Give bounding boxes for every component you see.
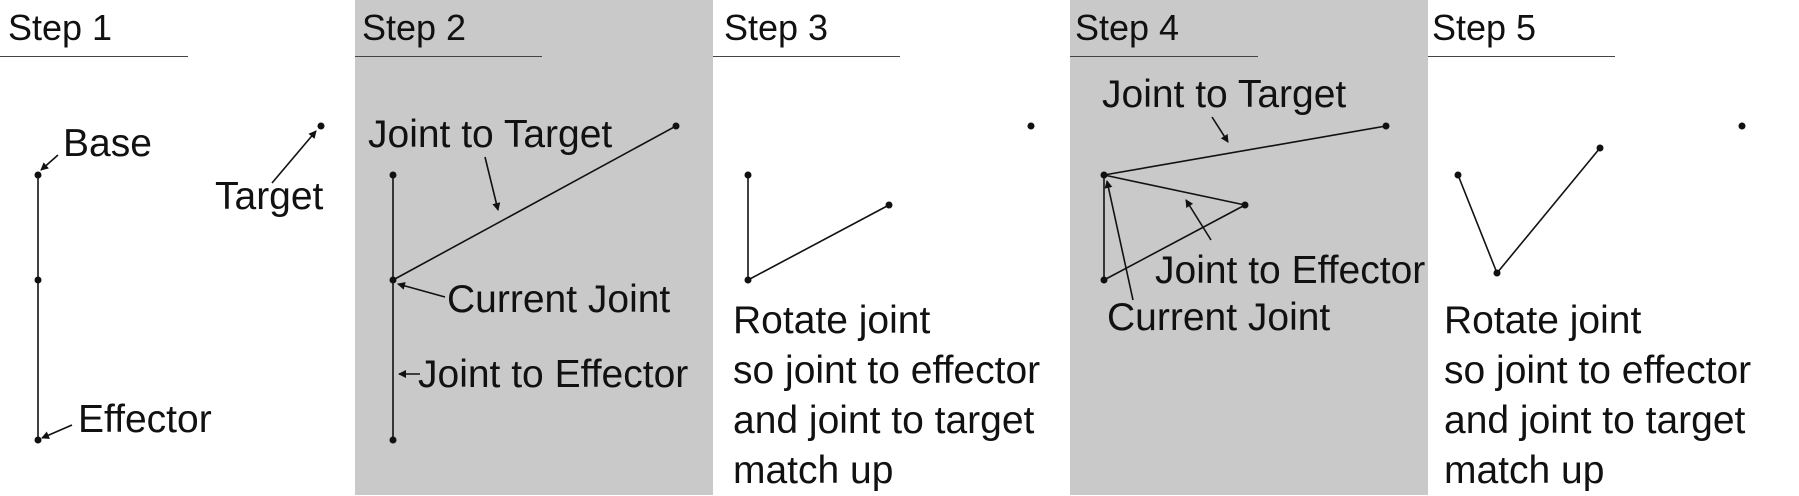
step-4-joint-to-target-line	[1103, 125, 1387, 176]
base-arrow	[40, 154, 59, 171]
step-2-base-joint	[389, 171, 397, 179]
step-4-joint-to-effector-label: Joint to Effector	[1155, 249, 1426, 292]
effector-label: Effector	[78, 398, 212, 441]
step-3-caption: Rotate joint so joint to effector and jo…	[733, 296, 1040, 496]
step-3-caption-line-3: and joint to target	[733, 399, 1035, 442]
panel-step-4	[1070, 0, 1428, 495]
step-4-middle-joint	[1100, 276, 1108, 284]
step-2-joint-to-target-line	[392, 125, 677, 281]
step-5-segment-upper	[1457, 174, 1498, 274]
step-3-target	[1027, 122, 1035, 130]
step-3-title: Step 3	[724, 7, 829, 48]
step-2-current-joint	[389, 276, 397, 284]
step-2-underline	[355, 56, 542, 57]
step-4-title: Step 4	[1075, 7, 1180, 48]
step-3-segment-lower	[747, 204, 890, 281]
step-5-middle-joint	[1493, 269, 1501, 277]
step-3-current-joint	[744, 276, 752, 284]
step-4-target-arrow	[1211, 116, 1229, 143]
step-2-effector	[389, 436, 397, 444]
step-1-underline	[0, 56, 188, 57]
current-joint-arrow	[397, 282, 446, 298]
effector-arrow	[41, 424, 73, 439]
step-5-effector	[1596, 144, 1604, 152]
step-4-joint-to-target-label: Joint to Target	[1102, 73, 1347, 116]
joint-to-effector-label: Joint to Effector	[418, 353, 689, 396]
step-3-base-joint	[744, 171, 752, 179]
step-4-current-joint-arrow	[1104, 180, 1134, 301]
step-3-underline	[713, 56, 900, 57]
step-1-target	[317, 122, 325, 130]
step-2-title: Step 2	[362, 7, 467, 48]
step-3-caption-line-1: Rotate joint	[733, 299, 931, 342]
step-4-effector-arrow	[1185, 199, 1212, 241]
step-5-caption-line-3: and joint to target	[1444, 399, 1746, 442]
current-joint-label: Current Joint	[447, 278, 671, 321]
step-1-middle-joint	[34, 276, 42, 284]
step-5-underline	[1428, 56, 1615, 57]
base-label: Base	[63, 122, 152, 165]
step-5-segment-lower	[1496, 147, 1601, 274]
step-1-title: Step 1	[8, 7, 113, 48]
step-5-target	[1738, 122, 1746, 130]
step-5-caption: Rotate joint so joint to effector and jo…	[1444, 296, 1751, 496]
step-3-effector	[885, 201, 893, 209]
joint-to-target-label: Joint to Target	[368, 113, 613, 156]
joint-to-target-arrow	[484, 156, 501, 211]
step-5-caption-line-1: Rotate joint	[1444, 299, 1642, 342]
step-3-caption-line-4: match up	[733, 449, 894, 492]
step-4-underline	[1070, 56, 1258, 57]
step-4-target	[1382, 122, 1390, 130]
panel-step-2	[355, 0, 713, 495]
step-5-caption-line-4: match up	[1444, 449, 1605, 492]
step-1-effector	[34, 436, 42, 444]
step-5-base-joint	[1454, 171, 1462, 179]
step-1-base-joint	[34, 171, 42, 179]
target-label: Target	[215, 175, 324, 218]
step-2-target	[672, 122, 680, 130]
step-5-caption-line-2: so joint to effector	[1444, 349, 1752, 392]
step-4-joint-to-effector-line	[1103, 174, 1246, 206]
step-3-caption-line-2: so joint to effector	[733, 349, 1041, 392]
target-arrow	[271, 130, 317, 184]
step-5-title: Step 5	[1432, 7, 1537, 48]
step-4-segment-lower	[1103, 204, 1246, 281]
step-4-current-joint	[1100, 171, 1108, 179]
step-4-current-joint-label: Current Joint	[1107, 296, 1331, 339]
step-4-effector	[1241, 201, 1249, 209]
